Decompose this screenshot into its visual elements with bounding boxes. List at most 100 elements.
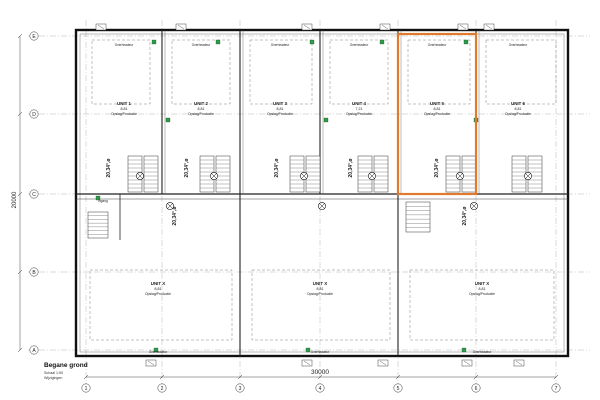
unit-area: 7,21 <box>356 107 363 111</box>
pipe-label: 20,34°,ø <box>184 158 190 178</box>
highlighted-unit-outline <box>396 32 478 196</box>
unit-use: Opslag/Productie <box>188 112 214 116</box>
mezzanine-zone <box>407 39 471 105</box>
stair-flight <box>143 155 159 193</box>
grid-bubble-col <box>551 383 561 393</box>
room-label: Overheadeur <box>428 43 448 47</box>
dimension-tick <box>159 374 165 380</box>
room-label: Overheadeur <box>473 350 493 354</box>
mezzanine-zone <box>485 39 557 105</box>
stair-flight <box>511 155 527 193</box>
marker-icon <box>309 39 315 45</box>
pipe-label: 20,34°,ø <box>274 158 280 178</box>
door-swing <box>177 24 185 30</box>
mezzanine-zone <box>409 269 555 341</box>
unit-use: Opslag/Productie <box>307 292 333 296</box>
door-swing <box>303 24 311 30</box>
grid-bubble-row <box>29 267 39 277</box>
door-swing <box>379 360 387 366</box>
door-swing <box>459 24 467 30</box>
highlighted-unit <box>396 32 478 196</box>
door-swing <box>515 360 523 366</box>
door-swing <box>303 360 311 366</box>
unit-name: UNIT 1 <box>117 101 131 106</box>
valve-cross <box>301 173 307 179</box>
mezzanine-zone <box>249 39 313 105</box>
entrance-label: Ingang <box>98 199 108 203</box>
unit-use: Opslag/Productie <box>424 112 450 116</box>
fixtures <box>95 23 532 367</box>
dimension-tick <box>17 111 23 117</box>
grid-label-col: 2 <box>161 386 164 392</box>
sheet-status: Wijzigingen <box>44 376 63 380</box>
unit-area: 8,81 <box>317 287 324 291</box>
unit-use: Opslag/Productie <box>469 292 495 296</box>
mezzanine-zone <box>329 39 389 105</box>
grid-bubble-col <box>315 383 325 393</box>
door-swing <box>381 24 389 30</box>
door-swing <box>463 360 471 366</box>
dimension-tick <box>17 269 23 275</box>
grid-label-col: 4 <box>319 386 322 392</box>
mezzanine-zone <box>251 269 391 341</box>
grid-bubble-row <box>29 109 39 119</box>
valve-cross <box>137 173 143 179</box>
unit-area: 8,81 <box>198 107 205 111</box>
unit-use: Opslag/Productie <box>267 112 293 116</box>
door-swing <box>97 24 105 30</box>
grid-label-row: C <box>32 192 36 198</box>
dimension-tick <box>17 33 23 39</box>
unit-name: UNIT X <box>151 281 165 286</box>
dimension-tick <box>83 374 89 380</box>
dimension-tick <box>237 374 243 380</box>
marker-icon <box>95 195 101 201</box>
stair-flight <box>305 155 321 193</box>
grid-bubble-col <box>471 383 481 393</box>
door-swing <box>485 24 493 30</box>
mezzanine-zone <box>89 269 233 341</box>
grid-label-row: B <box>32 270 36 276</box>
marker-icon <box>461 347 467 353</box>
stair-flight <box>215 155 231 193</box>
marker-icon <box>153 347 159 353</box>
grid-label-row: E <box>32 34 36 40</box>
unit-area: 8,81 <box>155 287 162 291</box>
valve-cross <box>525 173 531 179</box>
stairs <box>87 155 543 239</box>
grid-bubble-row <box>29 189 39 199</box>
grid-label-col: 5 <box>397 386 400 392</box>
grid-bubble-row <box>29 31 39 41</box>
valve-cross <box>457 173 463 179</box>
marker-icon <box>463 39 469 45</box>
unit-name: UNIT X <box>313 281 327 286</box>
valve-cross <box>369 173 375 179</box>
dimension-tick <box>553 374 559 380</box>
marker-icon <box>305 347 311 353</box>
room-label: Overheadeur <box>149 350 169 354</box>
stair-flight-bottom <box>87 211 109 239</box>
grid-label-col: 7 <box>555 386 558 392</box>
dashed-zones <box>89 39 557 341</box>
valve-cross <box>471 203 477 209</box>
dimension-tick <box>317 374 323 380</box>
room-label: Overheadeur <box>192 43 212 47</box>
unit-name: UNIT 6 <box>511 101 525 106</box>
unit-name: UNIT 3 <box>273 101 287 106</box>
sheet-scale: Schaal 1:50 <box>44 371 63 375</box>
grid-label-col: 3 <box>239 386 242 392</box>
dimension-tick <box>395 374 401 380</box>
grid-bubble-col <box>393 383 403 393</box>
door-swing <box>147 360 155 366</box>
annotations: UNIT 18,81Opslag/ProductieOverheadeurUNI… <box>98 43 531 354</box>
unit-name: UNIT 5 <box>430 101 444 106</box>
pipe-label: 20,34°,ø <box>434 158 440 178</box>
sheet-title: Begane grond <box>44 362 88 369</box>
unit-name: UNIT X <box>475 281 489 286</box>
valve-cross <box>211 173 217 179</box>
valve-cross <box>319 203 325 209</box>
unit-use: Opslag/Productie <box>111 112 137 116</box>
mezzanine-zone <box>171 39 231 105</box>
unit-use: Opslag/Productie <box>346 112 372 116</box>
